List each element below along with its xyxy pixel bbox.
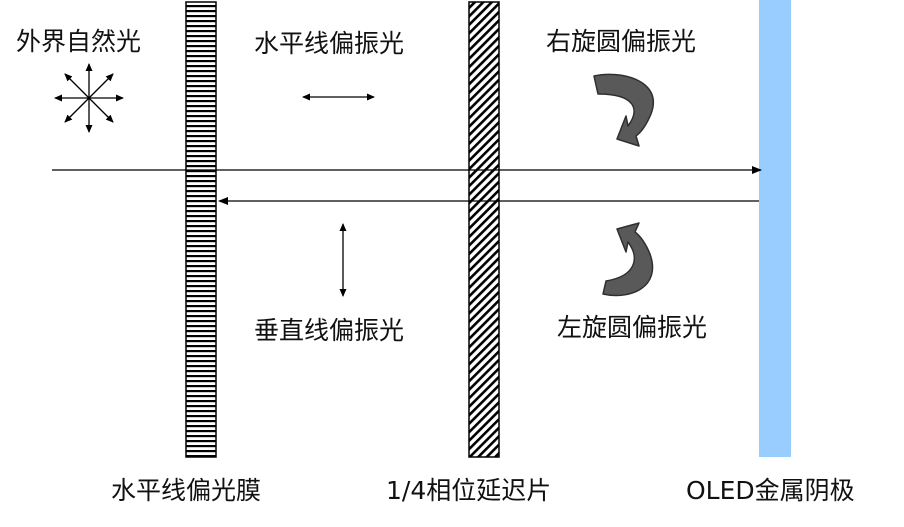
right-circular-light-label: 右旋圆偏振光 [546,27,697,56]
quarter-wave-plate-label: 1/4相位延迟片 [386,476,552,505]
polarizer-film [185,1,217,458]
polarizer-film-label: 水平线偏光膜 [111,476,262,505]
oled-cathode [759,0,791,457]
oled-cathode-label: OLED金属阴极 [686,476,855,505]
unpolarized-light-icon [54,63,124,133]
horizontal-polarized-light-label: 水平线偏振光 [254,29,405,58]
vertical-polarized-light-label: 垂直线偏振光 [254,316,405,345]
left-circular-rotation-icon [602,222,654,297]
ambient-light-label: 外界自然光 [16,27,142,56]
quarter-wave-plate [468,1,500,458]
right-circular-rotation-icon [593,73,654,147]
left-circular-light-label: 左旋圆偏振光 [557,313,708,342]
